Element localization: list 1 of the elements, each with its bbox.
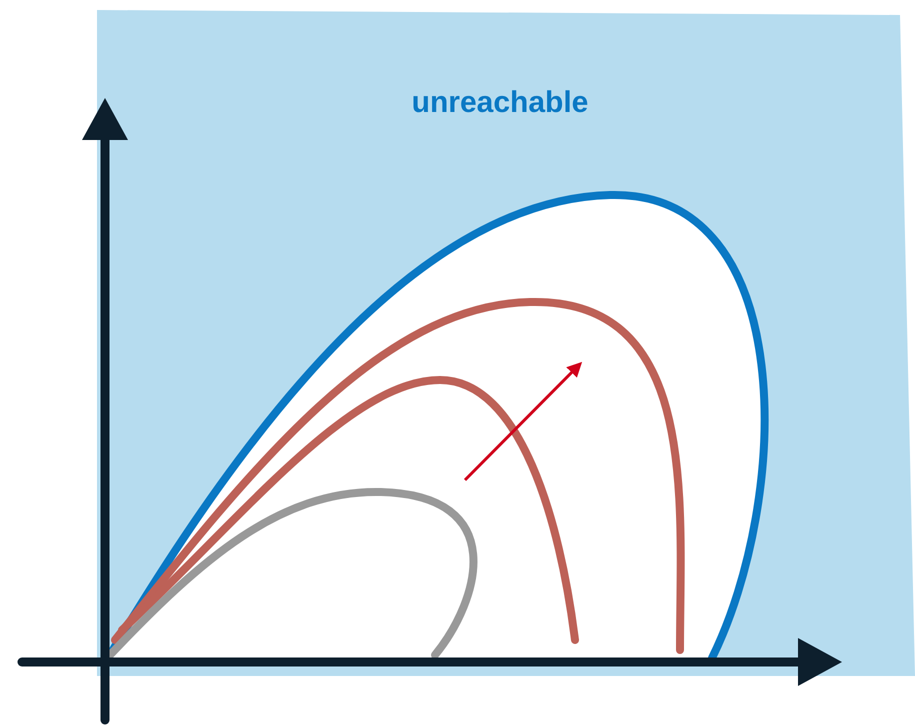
region-label: unreachable [412,86,588,120]
